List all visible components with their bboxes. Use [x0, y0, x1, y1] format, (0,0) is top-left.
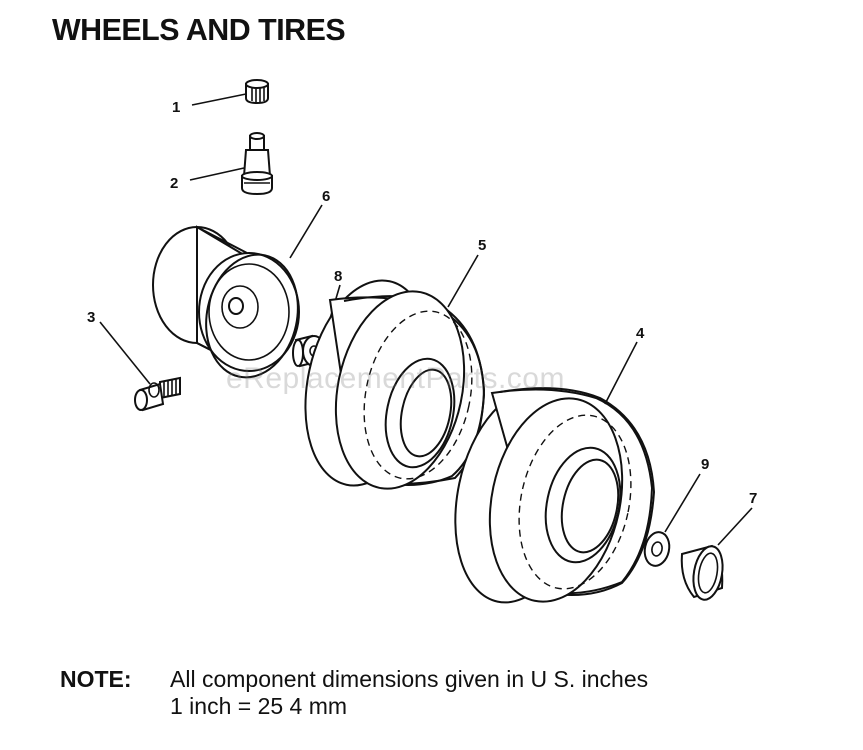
callout-7: 7	[749, 490, 757, 507]
callout-8: 8	[334, 268, 342, 285]
note-label: NOTE:	[60, 666, 132, 692]
callout-5: 5	[478, 237, 486, 254]
leader-line-9	[664, 473, 701, 533]
callout-3: 3	[87, 309, 95, 326]
callout-2: 2	[170, 175, 178, 192]
note-block: NOTE: All component dimensions given in U…	[60, 666, 648, 720]
note-text-line-2: 1 inch = 25 4 mm	[170, 693, 348, 719]
watermark-text: eReplacementParts.com	[226, 362, 565, 395]
note-text-line-1: All component dimensions given in U S. i…	[170, 666, 649, 692]
leader-line-4	[604, 341, 638, 405]
part-wheel-rim	[152, 225, 300, 372]
leader-line-1	[191, 93, 247, 106]
part-tire-front	[304, 279, 486, 490]
leader-line-2	[189, 167, 245, 181]
part-washer	[643, 531, 671, 567]
part-rim-ring	[205, 253, 299, 379]
part-tire-rear	[454, 387, 656, 604]
part-bolt	[134, 376, 181, 412]
part-valve-stem	[241, 132, 273, 196]
leader-line-5	[447, 254, 479, 308]
callout-1: 1	[172, 99, 180, 116]
part-hub-cap	[680, 544, 724, 601]
callout-9: 9	[701, 456, 709, 473]
part-valve-cap	[245, 79, 269, 105]
callout-6: 6	[322, 188, 330, 205]
leader-line-3	[99, 321, 151, 385]
callout-4: 4	[636, 325, 645, 342]
leader-line-6	[289, 204, 323, 259]
note-line-1: NOTE: All component dimensions given in U…	[60, 666, 648, 693]
leader-line-7	[717, 507, 753, 546]
parts-diagram: 1 2 6 3 8	[87, 79, 757, 604]
diagram-title: WHEELS AND TIRES	[52, 12, 346, 47]
